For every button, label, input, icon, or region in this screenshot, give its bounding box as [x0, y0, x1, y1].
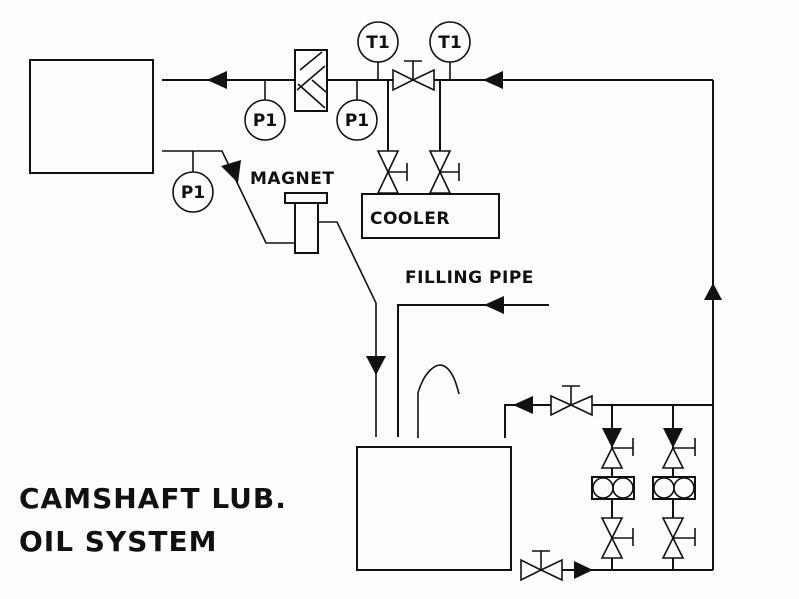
diagram-title-line2: OIL SYSTEM — [19, 525, 218, 558]
check-valve-icon — [602, 428, 622, 448]
main-supply-line — [162, 71, 722, 405]
pump-valve-icon — [661, 517, 685, 540]
flow-arrow-left-icon — [484, 296, 504, 314]
temperature-gauge-label: T1 — [438, 33, 461, 53]
bypass-valve-icon — [392, 60, 435, 92]
filling-pipe — [397, 296, 549, 437]
pressure-gauge-label: P1 — [345, 111, 369, 131]
suction-valve-icon — [520, 550, 563, 582]
magnet-separator — [284, 192, 386, 437]
vent-pipe — [417, 364, 460, 438]
flow-arrow-down-icon — [221, 160, 241, 183]
pressure-gauge: P1 — [244, 80, 286, 141]
pressure-gauge-label: P1 — [181, 183, 205, 203]
temperature-gauge: T1 — [429, 21, 471, 80]
camshaft-box — [29, 59, 154, 174]
cooler — [361, 193, 500, 239]
magnet-label: MAGNET — [250, 169, 334, 189]
filling-pipe-label: FILLING PIPE — [405, 268, 534, 288]
pressure-gauge-label: P1 — [253, 111, 277, 131]
temperature-gauge-label: T1 — [366, 33, 389, 53]
filter — [294, 49, 328, 112]
cooler-valve-icon — [376, 150, 408, 194]
drain-valve-icon — [550, 385, 593, 417]
cooler-valve-icon — [428, 150, 460, 194]
oil-tank — [356, 446, 512, 571]
flow-arrow-left-icon — [207, 71, 227, 89]
return-line: P1 — [162, 150, 295, 244]
pump-column — [652, 405, 696, 570]
pump-valve-icon — [600, 517, 624, 540]
flow-arrow-left-icon — [483, 71, 503, 89]
check-valve-icon — [663, 428, 683, 448]
flow-arrow-left-icon — [513, 396, 533, 414]
flow-arrow-down-icon — [366, 356, 386, 375]
temperature-gauge: T1 — [357, 21, 399, 80]
cooler-label: COOLER — [370, 209, 450, 229]
pump-column — [591, 405, 635, 570]
pressure-gauge: P1 — [336, 80, 378, 141]
flow-arrow-up-icon — [704, 283, 722, 300]
diagram-title-line1: CAMSHAFT LUB. — [19, 482, 287, 515]
flow-arrow-right-icon — [574, 561, 593, 579]
